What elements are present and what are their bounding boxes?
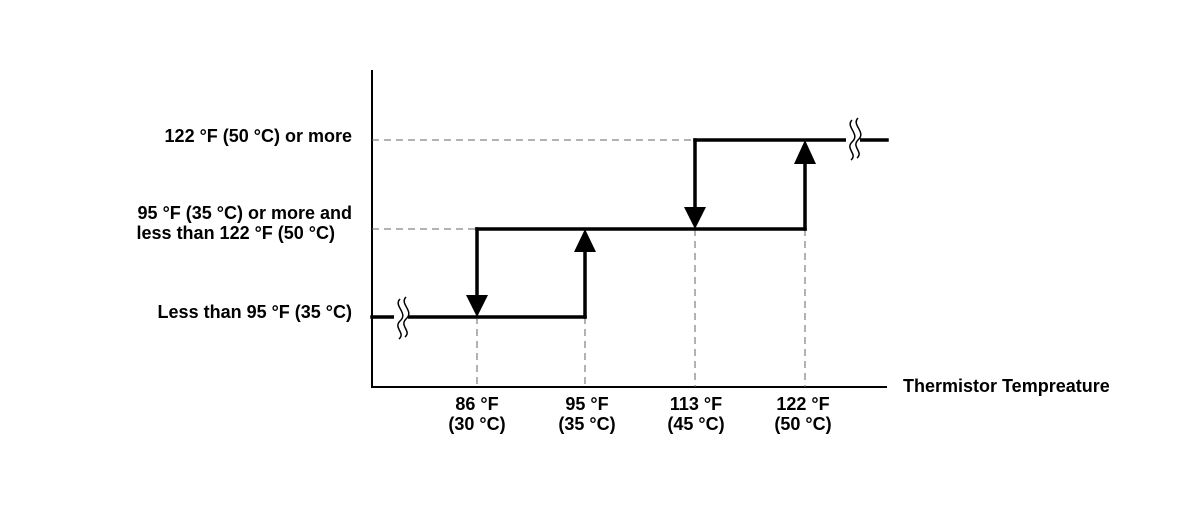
level-label-2: 122 °F (50 °C) or more	[165, 126, 352, 146]
arrow-up-icon	[574, 229, 596, 252]
axis-break-icon	[394, 296, 410, 340]
tick-label-1-line1: 95 °F	[565, 394, 608, 414]
tick-label-3-line2: (50 °C)	[774, 414, 831, 434]
tick-label-2-line2: (45 °C)	[667, 414, 724, 434]
tick-label-0-line1: 86 °F	[455, 394, 498, 414]
arrow-down-icon	[466, 295, 488, 317]
arrow-up-icon	[794, 140, 816, 164]
level-label-1-line2: less than 122 °F (50 °C)	[137, 223, 335, 243]
tick-label-2-line1: 113 °F	[670, 394, 722, 414]
tick-label-3-line1: 122 °F	[776, 394, 829, 414]
tick-label-1-line2: (35 °C)	[558, 414, 615, 434]
arrow-down-icon	[684, 207, 706, 229]
axis-break-icon	[846, 117, 862, 161]
x-axis-label: Thermistor Tempreature	[903, 376, 1110, 396]
level-label-1-line1: 95 °F (35 °C) or more and	[138, 203, 352, 223]
level-label-0: Less than 95 °F (35 °C)	[158, 302, 352, 322]
tick-label-0-line2: (30 °C)	[448, 414, 505, 434]
